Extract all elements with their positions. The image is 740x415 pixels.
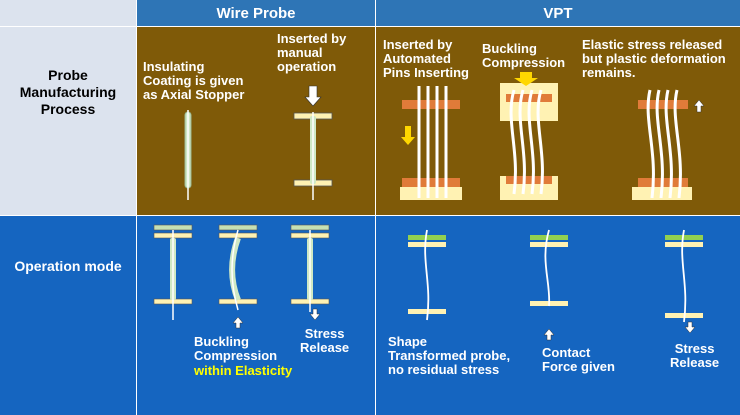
corner-cell (0, 0, 136, 26)
row-label-operation: Operation mode (14, 258, 122, 274)
text-wire-stress-release: Stress Release (300, 326, 350, 355)
down-arrow-icon (684, 321, 696, 334)
row-label-manufacturing: Probe Manufacturing Process (19, 67, 117, 117)
text-shape-transformed: Shape Transformed probe, no residual str… (388, 334, 511, 377)
header-wire-probe: Wire Probe (137, 0, 375, 26)
text-elastic-release: Elastic stress released but plastic defo… (582, 37, 726, 80)
yellow-down-arrow-icon (514, 72, 538, 86)
text-manual-insertion: Inserted by manual operation (277, 31, 347, 74)
text-automated-insertion: Inserted by Automated Pins Inserting (383, 37, 469, 80)
vpt-probe-shape (408, 229, 446, 321)
row-label-cell-operation: Operation mode (0, 216, 136, 415)
vpt-probe-contact (530, 229, 568, 307)
up-arrow-icon (693, 99, 705, 113)
vpt-buckling-pins (500, 83, 558, 200)
up-arrow-icon (232, 316, 244, 329)
row-label-cell-manufacturing: Probe Manufacturing Process (0, 27, 136, 215)
wire-probe-coated (184, 110, 192, 200)
vpt-inserted-pins (400, 86, 462, 200)
panel-wire-manufacturing (137, 27, 375, 215)
text-insulating-coating: Insulating Coating is given as Axial Sto… (143, 59, 245, 102)
vpt-probe-release (665, 229, 703, 323)
wire-probe-buckled (218, 224, 258, 311)
text-wire-buckling: Buckling Compression (194, 334, 278, 363)
wire-probe-released (290, 224, 330, 312)
header-vpt: VPT (376, 0, 740, 26)
wire-probe-inserted (293, 112, 333, 200)
text-vpt-stress-release: Stress Release (670, 341, 720, 370)
wire-probe-rest (153, 224, 193, 320)
down-arrow-icon (309, 308, 321, 321)
text-buckling-compression: Buckling Compression (482, 41, 566, 70)
yellow-down-arrow-icon (401, 126, 415, 145)
text-contact-force: Contact Force given (542, 345, 615, 374)
down-arrow-icon (304, 85, 322, 107)
up-arrow-icon (543, 328, 555, 341)
panel-wire-operation (137, 216, 375, 415)
text-within-elasticity: within Elasticity (194, 363, 293, 378)
vpt-released-pins (632, 89, 692, 200)
